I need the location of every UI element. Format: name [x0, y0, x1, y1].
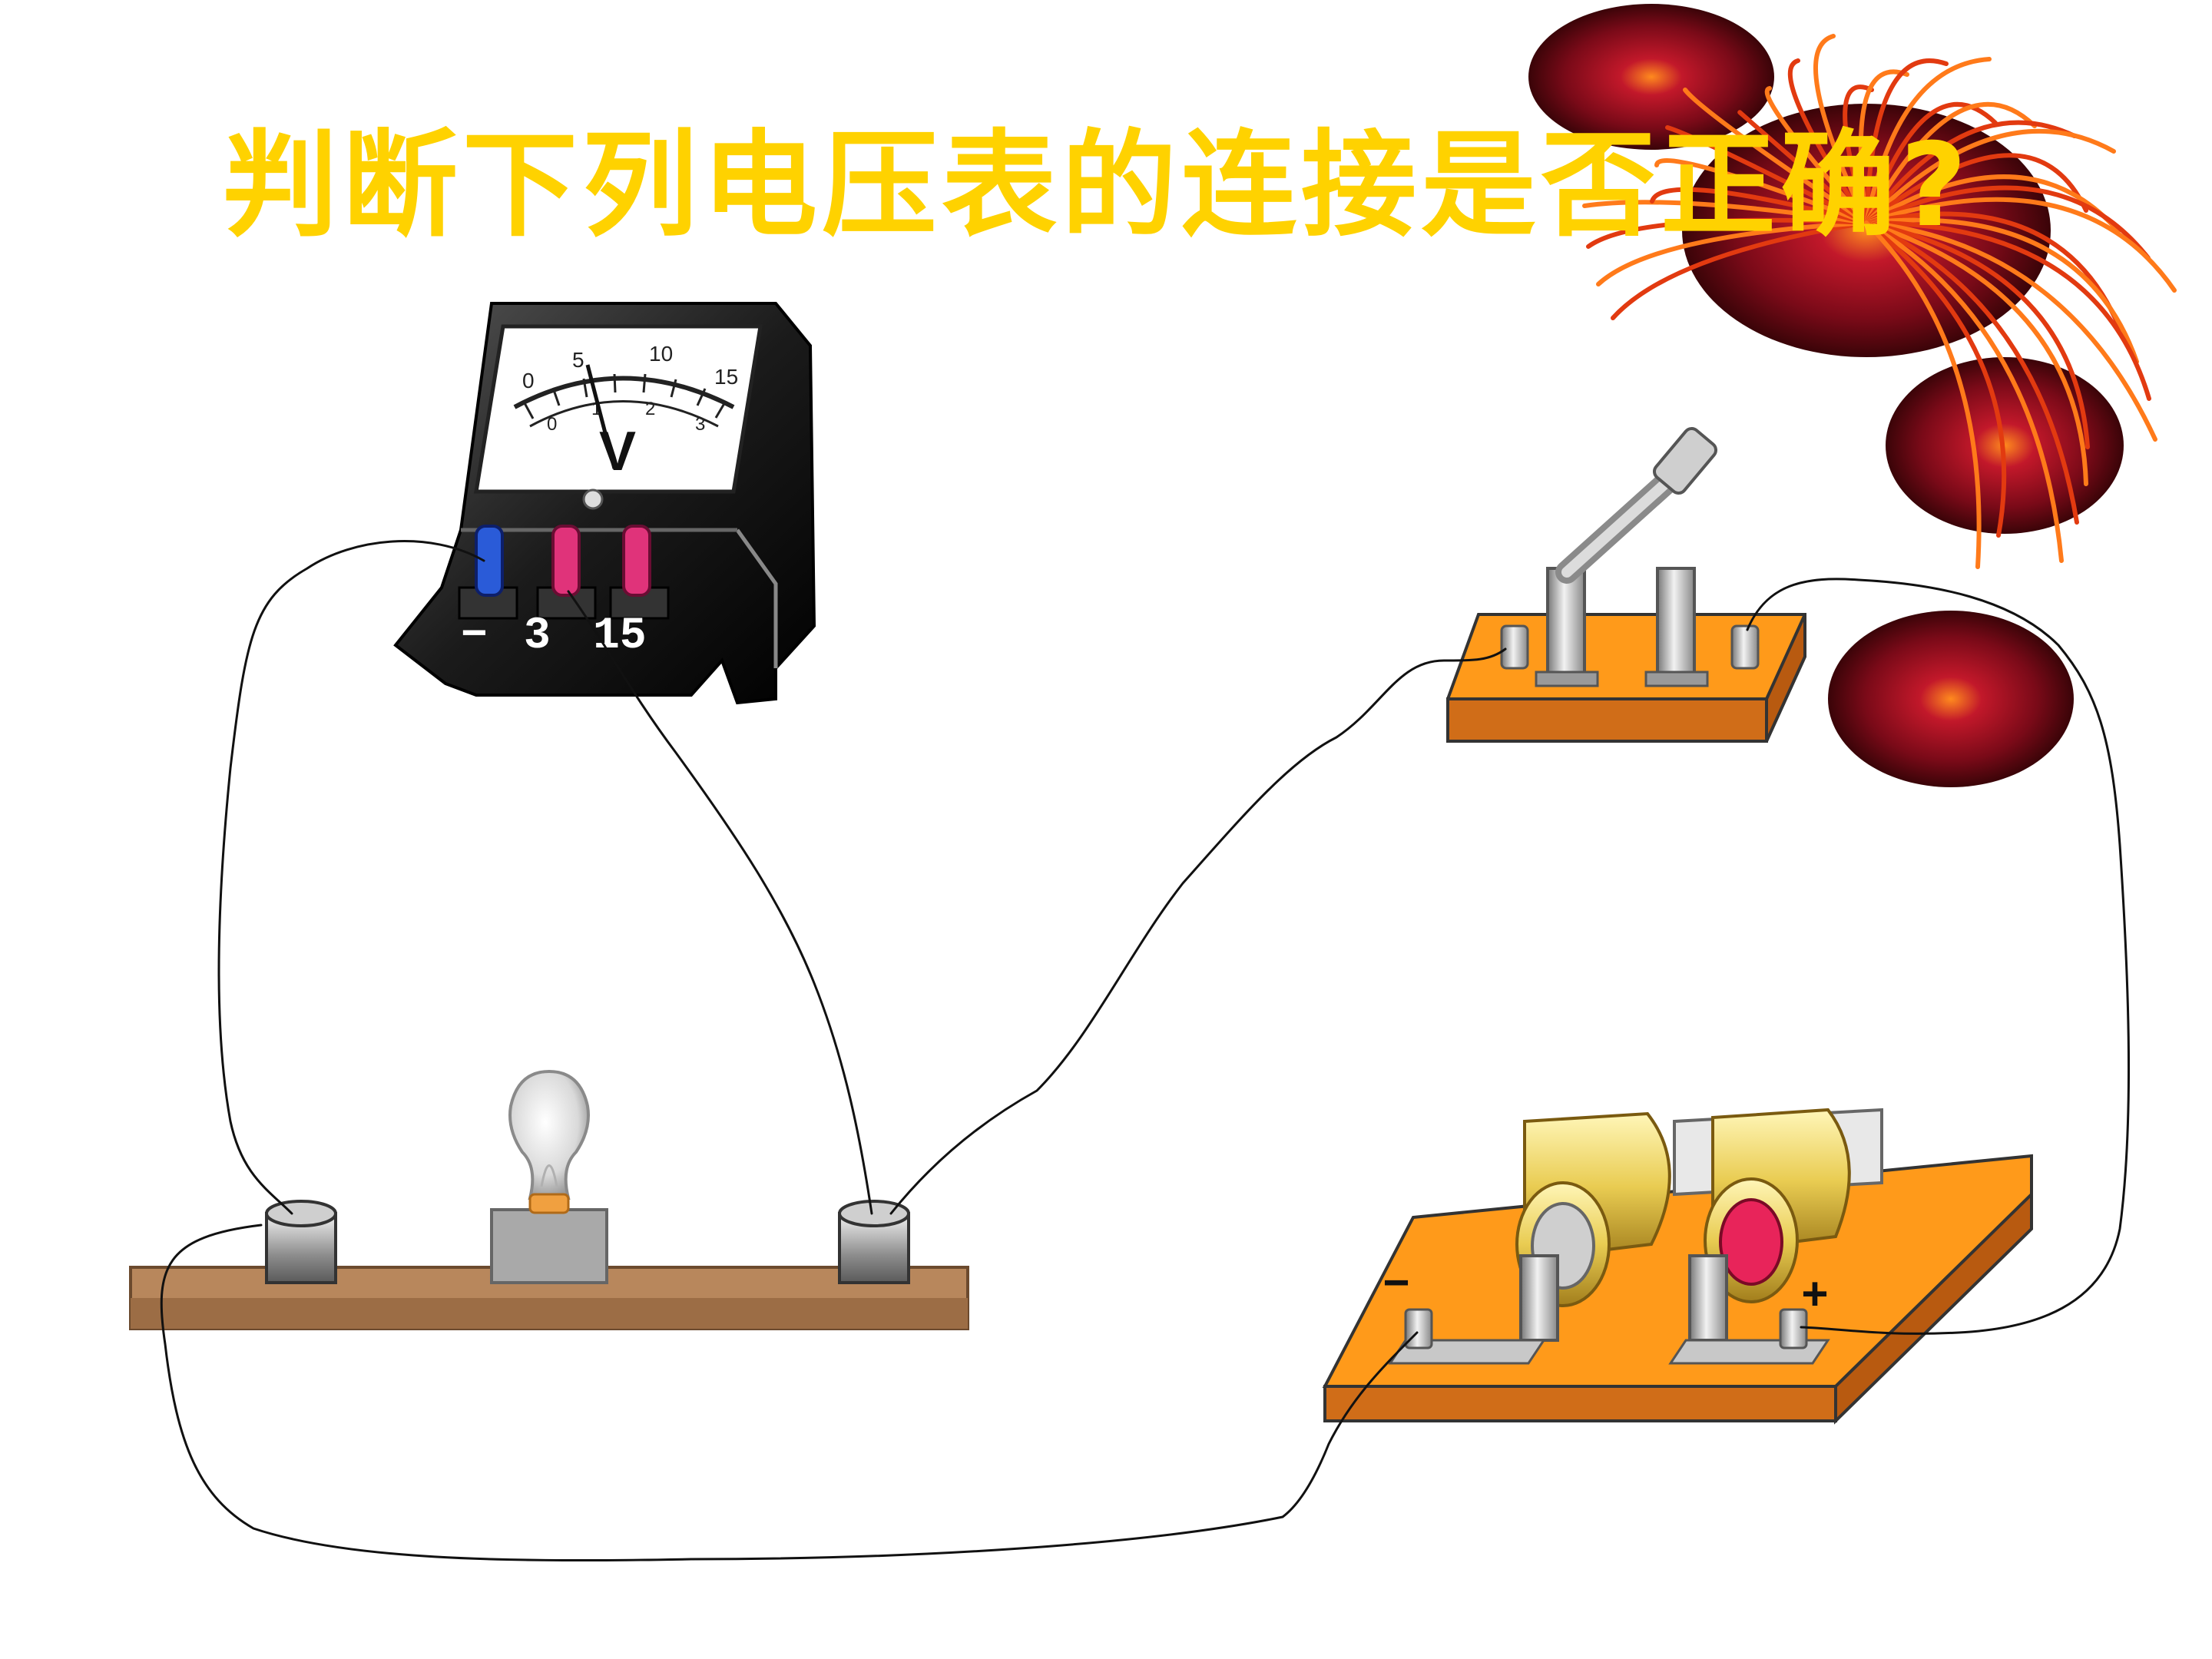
- firework-ray: [1843, 84, 1874, 225]
- firework-ray: [1864, 120, 2077, 225]
- firework-ray: [1737, 110, 1869, 225]
- voltmeter: 0 5 10 15 0 1 2 3 V − 3 15: [393, 302, 816, 705]
- voltmeter-scale-arc-inner: [529, 400, 719, 428]
- firework-ray: [1864, 220, 2088, 486]
- knife-switch: [1446, 426, 1806, 743]
- lamp-board: [129, 1069, 969, 1330]
- firework-ray: [1611, 220, 1869, 320]
- switch-hinge-post: [1546, 567, 1586, 677]
- voltmeter-bevel: [735, 528, 778, 668]
- battery-clip-right: [1688, 1254, 1728, 1342]
- wire-battery-negative-to-lamp-left: [160, 1224, 1419, 1562]
- wires: [160, 540, 2131, 1562]
- lamp-holder: [490, 1208, 608, 1284]
- switch-contact-post: [1656, 567, 1696, 677]
- voltmeter-dial-face: [474, 324, 763, 494]
- firework-ray: [1864, 57, 1992, 225]
- wire-lamp-right-to-switch-left: [889, 647, 1507, 1215]
- dial-lower-label-0: 0: [547, 414, 557, 435]
- firework-ray: [1586, 217, 1869, 249]
- firework-ray: [1864, 128, 2116, 225]
- firework-ray: [1665, 125, 1869, 225]
- firework-ray: [1864, 220, 2090, 449]
- firework-ray: [1864, 58, 1949, 225]
- dial-lower-label-3: 3: [695, 414, 705, 435]
- firework-ray: [1650, 187, 1869, 225]
- dial-lower-label-2: 2: [645, 399, 655, 419]
- firework-ball-right: [1828, 611, 2074, 787]
- switch-right-terminal[interactable]: [1730, 624, 1760, 670]
- battery-box: − +: [1322, 1108, 2033, 1425]
- firework-ray: [1864, 220, 2079, 525]
- switch-left-terminal[interactable]: [1500, 624, 1529, 670]
- switch-contact-plate: [1644, 671, 1709, 687]
- switch-base-front: [1446, 697, 1768, 743]
- firework-ray: [1596, 220, 1869, 286]
- switch-hinge-plate: [1535, 671, 1599, 687]
- firework-ray: [1787, 58, 1869, 225]
- battery-negative-sign: −: [1382, 1260, 1410, 1313]
- voltmeter-ticks: [522, 373, 727, 419]
- firework-rays: [1582, 34, 2177, 569]
- switch-base-side: [1765, 614, 1806, 742]
- battery-positive-sign: +: [1801, 1272, 1829, 1324]
- terminal-label-15: 15: [593, 611, 647, 661]
- firework-ray: [1683, 88, 1869, 225]
- dial-upper-label-0: 0: [522, 369, 535, 392]
- battery-base-front: [1323, 1385, 1837, 1422]
- lamp-right-terminal-top: [838, 1200, 910, 1227]
- firework-ray: [1864, 153, 2088, 225]
- firework-ray: [1864, 101, 2037, 225]
- firework-ray: [1582, 200, 1869, 225]
- voltmeter-symbol: V: [599, 421, 636, 482]
- firework-ray: [1813, 34, 1869, 225]
- firework-ray: [1864, 197, 2177, 293]
- light-bulb-base: [528, 1193, 570, 1214]
- firework-ray: [1858, 69, 1909, 225]
- switch-blade-highlight: [1561, 463, 1687, 578]
- terminal-label-minus: −: [461, 611, 488, 661]
- battery-base-side: [1834, 1190, 2033, 1425]
- firework-ray: [1864, 185, 2151, 260]
- light-bulb: [508, 1069, 590, 1200]
- battery-cell-right-cap: [1719, 1198, 1783, 1286]
- wire-voltmeter-3-to-lamp-right: [567, 590, 873, 1215]
- terminal-post-3[interactable]: [551, 525, 581, 597]
- dial-upper-label-3: 15: [714, 365, 738, 389]
- firework-ray: [1864, 220, 2007, 538]
- firework-ray: [1864, 220, 2157, 442]
- firework-ray: [1864, 217, 2139, 364]
- dial-upper-label-2: 10: [649, 342, 673, 366]
- zero-adjust-screw[interactable]: [582, 488, 604, 510]
- wire-voltmeter-minus-to-lamp-left: [217, 540, 485, 1215]
- firework-decoration: [1528, 4, 2177, 787]
- wooden-base-front: [131, 1298, 968, 1329]
- firework-ray: [1864, 101, 1998, 225]
- light-bulb-filament: [540, 1164, 558, 1187]
- firework-ray: [1864, 220, 2151, 401]
- voltmeter-scale-arc: [513, 376, 735, 409]
- battery-clip-left: [1519, 1254, 1559, 1342]
- firework-ray: [1864, 220, 2064, 563]
- terminal-post-15[interactable]: [622, 525, 651, 597]
- voltmeter-needle: [585, 364, 617, 469]
- lamp-left-terminal-top: [265, 1200, 337, 1227]
- battery-negative-terminal[interactable]: [1404, 1308, 1433, 1349]
- firework-ray: [1654, 158, 1869, 225]
- terminal-post-minus[interactable]: [475, 525, 504, 597]
- page-title: 判断下列电压表的连接是否正确?: [223, 119, 1972, 253]
- switch-handle[interactable]: [1651, 426, 1719, 496]
- battery-positive-terminal[interactable]: [1779, 1308, 1808, 1349]
- terminal-label-3: 3: [524, 611, 551, 661]
- firework-ray: [1864, 220, 1982, 569]
- firework-ray: [1764, 86, 1869, 225]
- wire-switch-right-to-battery-positive: [1746, 578, 2131, 1335]
- dial-upper-label-1: 5: [572, 348, 584, 372]
